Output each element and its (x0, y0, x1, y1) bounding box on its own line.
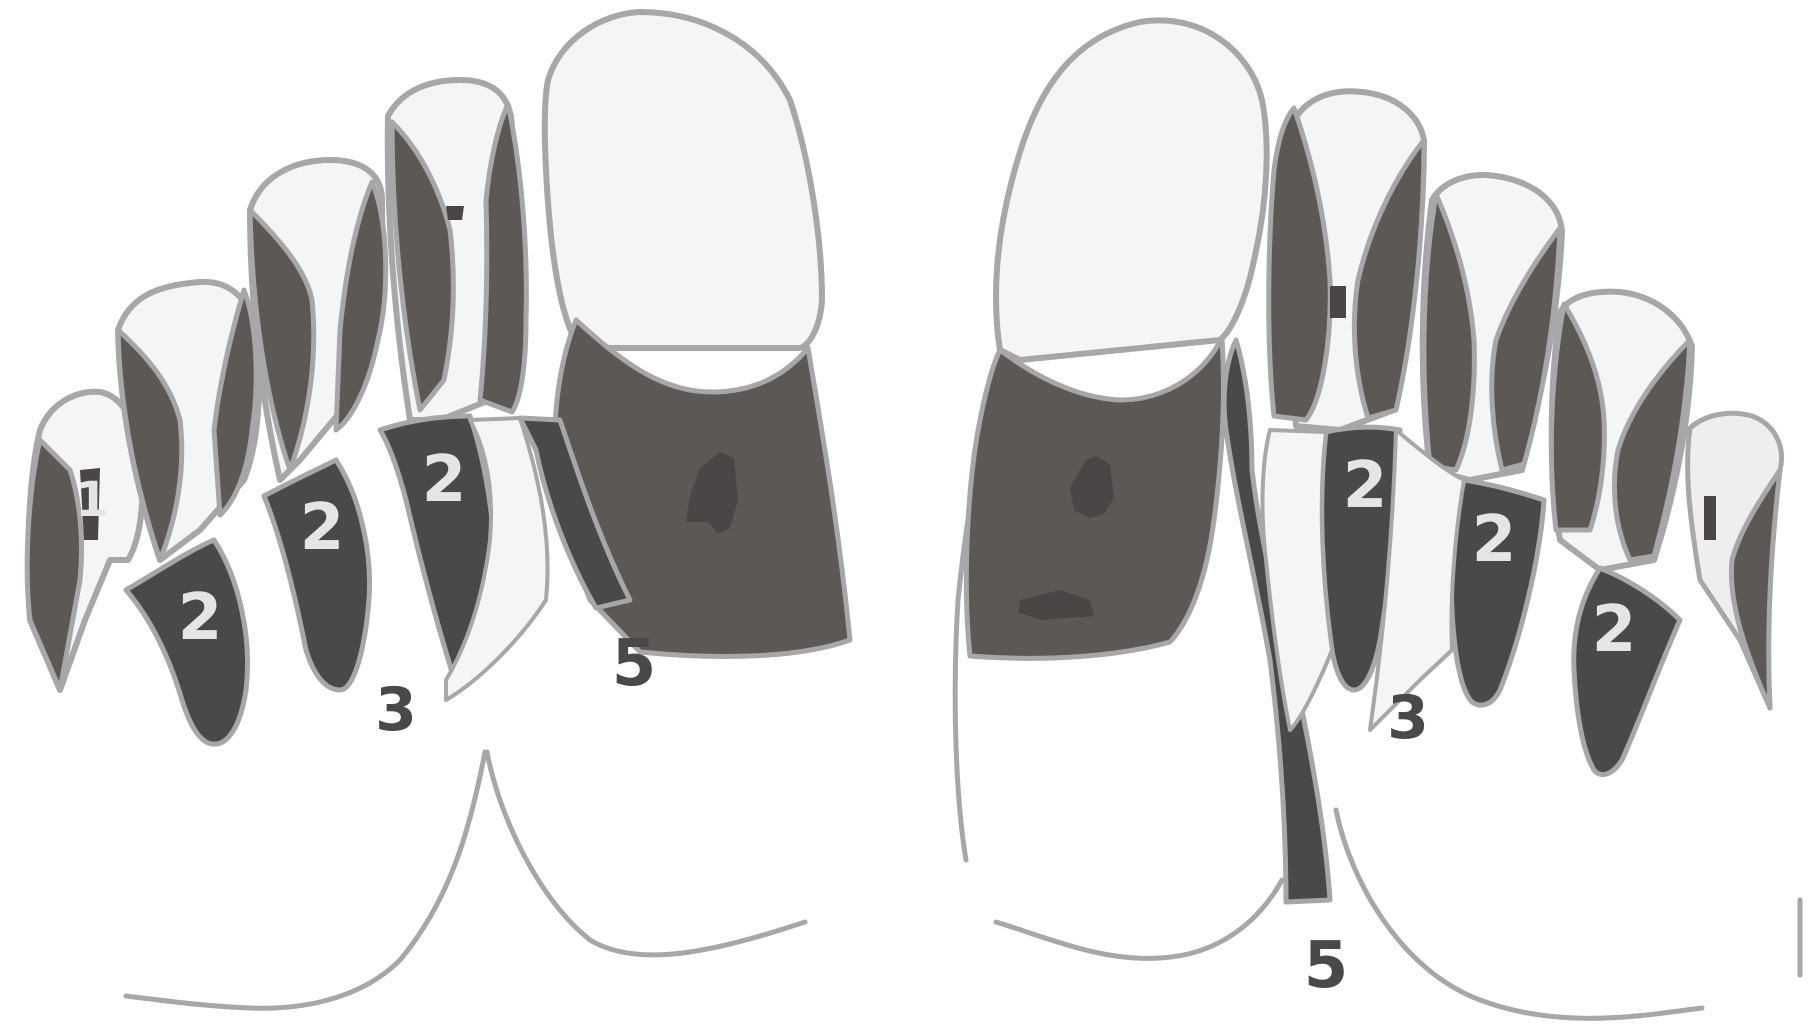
right-label-toe-3: 2 (1472, 503, 1517, 577)
right-toe-2-mark (1330, 286, 1346, 318)
right-foot-lateral-outline (1336, 810, 1702, 1018)
left-label-toe-2: 2 (422, 443, 467, 517)
left-label-toe-3: 2 (300, 491, 345, 565)
right-label-toe-2: 2 (1343, 449, 1388, 523)
left-foot-lateral-outline (487, 752, 805, 955)
right-toe-5-mark (1704, 496, 1716, 540)
right-hallux (996, 20, 1267, 360)
left-label-web: 3 (375, 675, 417, 745)
right-label-web: 3 (1387, 683, 1429, 753)
right-foot-heel-outline (996, 880, 1282, 958)
left-toe-2-mark (446, 206, 464, 220)
left-foot-medial-outline (126, 752, 485, 1008)
right-foot: 2 2 2 3 5 (955, 20, 1800, 1018)
right-label-hallux: 5 (1304, 929, 1349, 1003)
left-hallux (545, 12, 822, 348)
left-label-toe-4: 2 (178, 581, 223, 655)
left-foot: 1 2 2 2 3 5 (27, 12, 850, 1008)
right-label-toe-4: 2 (1592, 593, 1637, 667)
left-label-hallux: 5 (612, 627, 657, 701)
left-label-toe-5: 1 (75, 472, 108, 528)
